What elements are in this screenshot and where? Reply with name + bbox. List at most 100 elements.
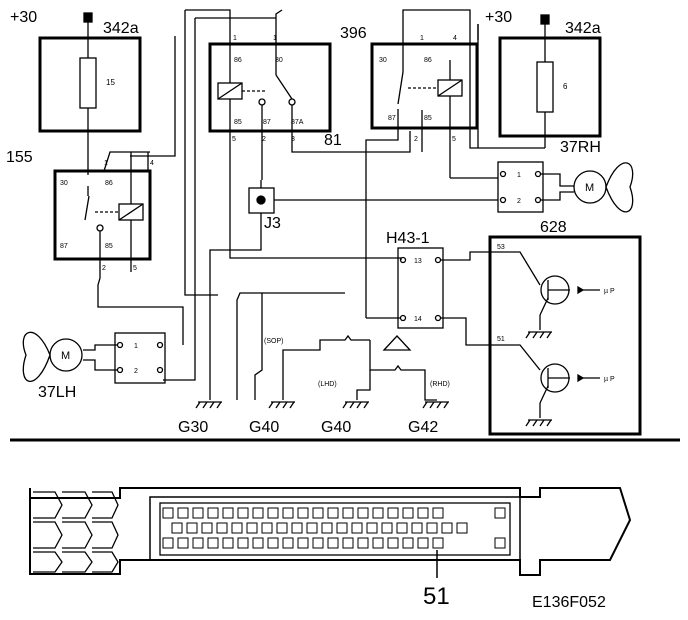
relay-ref-396: 396 [340, 25, 367, 42]
ecu-pin [342, 507, 354, 519]
pin-label: 30 [379, 57, 387, 64]
ecu-pin [306, 522, 318, 534]
ecu-pin [237, 507, 249, 519]
ecu-pin [357, 537, 369, 549]
ecu-pin [162, 537, 174, 549]
ecu-pin [186, 522, 198, 534]
ecu-pin [267, 507, 279, 519]
pin-label: 85 [105, 243, 113, 250]
ecu-pin [357, 507, 369, 519]
supply-terminal-left [83, 12, 93, 23]
ecu-pin [231, 522, 243, 534]
ground-upper-628 [525, 331, 552, 339]
fan-blade-right [605, 162, 634, 213]
pin-label: 2 [102, 265, 106, 272]
ecu-pin [207, 537, 219, 549]
ecu-pin [297, 537, 309, 549]
fan-blade-left [22, 331, 51, 382]
pin-callout-51: 51 [423, 583, 450, 610]
fuse-element-right [536, 61, 554, 113]
pin-label: 1 [420, 35, 424, 42]
ecu-pin [426, 522, 438, 534]
control-unit-628 [488, 235, 642, 436]
input-label-lower: µ P [604, 376, 615, 383]
warning-triangle-icon [382, 335, 412, 351]
pin-label: 1 [104, 160, 108, 167]
ground-g42 [422, 401, 449, 409]
motor-label-left: M [61, 350, 70, 362]
ecu-pin [366, 522, 378, 534]
ground-g30 [195, 401, 222, 409]
ground-label-g40-a: G40 [249, 419, 279, 436]
ecu-pin [312, 537, 324, 549]
ecu-pin [336, 522, 348, 534]
connector-label-h43-1: H43-1 [386, 230, 430, 247]
fuse-element-left [79, 57, 97, 109]
relay-ref-155: 155 [6, 149, 33, 166]
option-label-sop: (SOP) [264, 338, 283, 345]
supply-terminal-right [540, 14, 550, 25]
fan-ref-left: 37LH [38, 384, 76, 401]
fuse-box-left [38, 36, 142, 133]
ecu-pin [432, 537, 444, 549]
pin-label: 2 [517, 198, 521, 205]
ecu-pin [222, 537, 234, 549]
ecu-pin-grid [162, 507, 506, 549]
fuse-number-right: 6 [563, 82, 568, 91]
option-label-rhd: (RHD) [430, 381, 450, 388]
ecu-pin [177, 537, 189, 549]
ecu-pin [237, 537, 249, 549]
ecu-pin [252, 507, 264, 519]
ecu-pin [402, 507, 414, 519]
junction-label: J3 [264, 215, 281, 232]
pin-label: 5 [452, 136, 456, 143]
ground-label-g40-b: G40 [321, 419, 351, 436]
pin-label: 13 [414, 258, 422, 265]
ecu-pin [312, 507, 324, 519]
pin-label: 5 [133, 265, 137, 272]
ecu-pin [402, 537, 414, 549]
ecu-pin [267, 537, 279, 549]
connector-37lh [114, 332, 166, 384]
pin-label: 5 [232, 136, 236, 143]
ecu-pin [252, 537, 264, 549]
ground-g40-b [342, 401, 369, 409]
pin-label: 14 [414, 316, 422, 323]
ecu-pin [192, 507, 204, 519]
control-unit-ref: 628 [540, 219, 567, 236]
pin-label: 2 [262, 136, 266, 143]
pin-label: 86 [424, 57, 432, 64]
input-label-upper: µ P [604, 288, 615, 295]
pin-label: 30 [275, 57, 283, 64]
ecu-pin [372, 507, 384, 519]
supply-label-right: +30 [485, 9, 512, 26]
pin-label: 85 [234, 119, 242, 126]
relay-box-155 [53, 169, 152, 261]
ecu-pin [321, 522, 333, 534]
ground-lower-628 [525, 419, 552, 427]
relay-box-81 [208, 42, 332, 133]
pin-label: 2 [134, 368, 138, 375]
fuse-ref-left: 342a [103, 20, 139, 37]
ecu-pin [327, 537, 339, 549]
pin-label: 1 [517, 172, 521, 179]
pin-label: 4 [150, 160, 154, 167]
pin-label: 87 [263, 119, 271, 126]
ecu-pin [387, 507, 399, 519]
ecu-pin [282, 537, 294, 549]
ecu-pin [207, 507, 219, 519]
pin-label: 51 [497, 336, 505, 343]
pin-label: 87 [388, 115, 396, 122]
ecu-pin [282, 507, 294, 519]
pin-label: 85 [424, 115, 432, 122]
ecu-pin [162, 507, 174, 519]
connector-h43-1 [397, 247, 444, 329]
pin-label: 1 [134, 343, 138, 350]
pin-label: 30 [60, 180, 68, 187]
pin-label: 86 [105, 180, 113, 187]
ecu-pin [441, 522, 453, 534]
pin-label: 86 [234, 57, 242, 64]
fuse-ref-right: 342a [565, 20, 601, 37]
ecu-pin [201, 522, 213, 534]
